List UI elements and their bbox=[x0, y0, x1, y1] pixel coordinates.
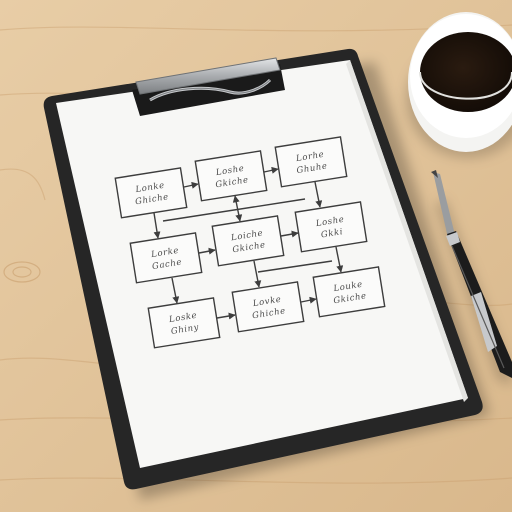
coffee-mug bbox=[406, 12, 512, 158]
flowchart-box bbox=[231, 281, 305, 333]
flowchart-box bbox=[114, 167, 188, 219]
flowchart-box bbox=[129, 232, 203, 284]
box-label: Gache bbox=[151, 257, 182, 272]
box-label: Ghuhe bbox=[296, 161, 328, 176]
flowchart-arrow bbox=[314, 181, 323, 208]
box-label: Loske bbox=[167, 311, 198, 325]
flowchart-connector bbox=[162, 198, 306, 222]
box-label: Louke bbox=[332, 280, 364, 295]
flowchart-box bbox=[147, 297, 221, 349]
box-label: Lorhe bbox=[294, 150, 325, 164]
box-label: Gkki bbox=[320, 227, 344, 240]
flowchart-arrow bbox=[335, 246, 344, 273]
paper-sheet bbox=[56, 60, 468, 468]
flowchart-arrow bbox=[300, 296, 317, 304]
flowchart-arrow bbox=[232, 195, 243, 222]
coffee bbox=[420, 32, 512, 112]
flowchart-box bbox=[211, 215, 285, 267]
box-label: Lonke bbox=[134, 181, 166, 196]
box-label: Loshe bbox=[214, 164, 245, 179]
flowchart-connector bbox=[257, 260, 333, 273]
box-label: Loshe bbox=[314, 215, 345, 230]
flowchart-arrow bbox=[183, 181, 199, 189]
clipboard-clip bbox=[132, 57, 285, 116]
box-label: Lovke bbox=[251, 295, 282, 310]
box-label: Lorke bbox=[150, 246, 180, 260]
flowchart-arrow bbox=[153, 212, 161, 239]
flowchart-arrow bbox=[216, 312, 236, 320]
box-label: Ghiny bbox=[170, 323, 199, 337]
flowchart-arrow bbox=[253, 260, 262, 288]
flowchart-arrow bbox=[171, 277, 180, 304]
pen bbox=[431, 170, 512, 385]
flowchart-arrow bbox=[263, 166, 279, 174]
flowchart-arrow bbox=[280, 230, 299, 238]
flowchart bbox=[114, 136, 386, 349]
flowchart-arrow bbox=[198, 247, 216, 255]
